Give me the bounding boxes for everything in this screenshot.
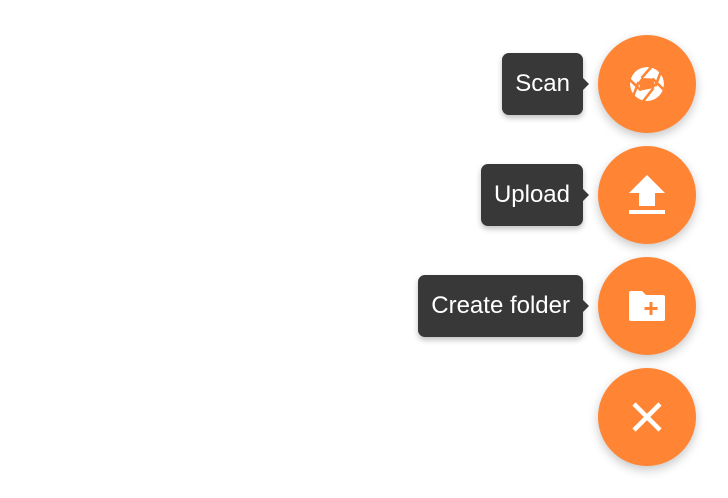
camera-shutter-icon <box>629 66 665 102</box>
speed-dial-action-upload: Upload <box>480 146 696 244</box>
speed-dial-close-row <box>598 368 696 466</box>
close-icon <box>631 401 663 433</box>
create-folder-tooltip: Create folder <box>418 275 589 337</box>
speed-dial-action-create-folder: Create folder <box>418 257 696 355</box>
create-folder-button[interactable] <box>598 257 696 355</box>
upload-tooltip: Upload <box>480 164 590 226</box>
close-speed-dial-button[interactable] <box>598 368 696 466</box>
upload-button[interactable] <box>598 146 696 244</box>
scan-tooltip: Scan <box>502 53 589 115</box>
speed-dial-action-scan: Scan <box>502 35 696 133</box>
upload-icon <box>627 173 667 217</box>
scan-button[interactable] <box>598 35 696 133</box>
create-folder-icon <box>628 290 666 322</box>
